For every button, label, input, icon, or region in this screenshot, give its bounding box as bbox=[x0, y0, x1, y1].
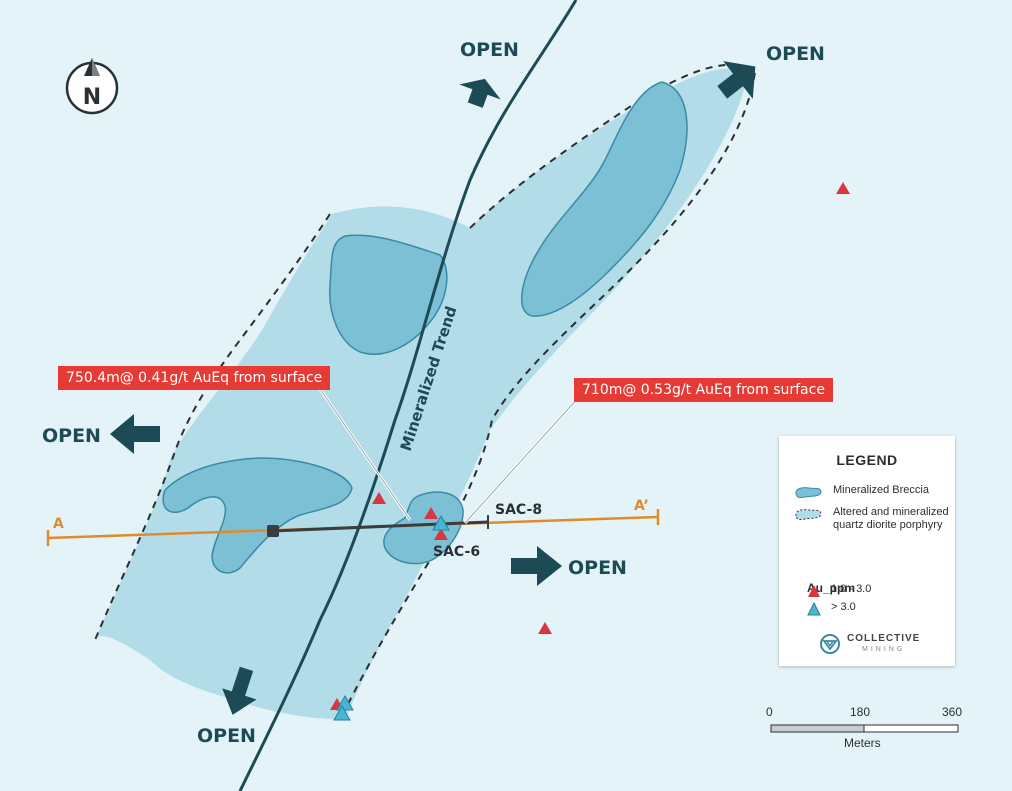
legend-au-high-label: > 3.0 bbox=[831, 601, 856, 613]
logo-line-2: MINING bbox=[862, 646, 906, 653]
open-label-north-left: OPEN bbox=[460, 39, 519, 61]
logo-line-1: COLLECTIVE bbox=[847, 633, 921, 644]
au-sample-low bbox=[424, 507, 438, 519]
au-sample-low bbox=[434, 528, 448, 540]
north-arrow-icon: N bbox=[65, 58, 119, 115]
breccia-west bbox=[162, 457, 353, 574]
legend-au-low-label: 1.0 - 3.0 bbox=[831, 583, 872, 595]
drill-trace bbox=[272, 520, 489, 533]
au-sample-high bbox=[333, 704, 351, 721]
drill-collar bbox=[267, 525, 279, 537]
legend: LEGEND Mineralized Breccia Altered and m… bbox=[779, 436, 955, 666]
legend-breccia-label: Mineralized Breccia bbox=[833, 484, 929, 496]
scale-bar: 0 180 360 Meters bbox=[762, 703, 972, 753]
legend-title: LEGEND bbox=[836, 452, 898, 468]
drill-label-sac8: SAC-8 bbox=[495, 502, 542, 518]
open-label-east: OPEN bbox=[568, 557, 627, 579]
collective-mining-logo-icon bbox=[820, 634, 840, 654]
scale-unit-label: Meters bbox=[844, 736, 881, 750]
open-arrow-east bbox=[511, 546, 562, 586]
au-sample-low bbox=[836, 182, 850, 194]
scale-tick-180: 180 bbox=[850, 705, 871, 719]
legend-porphyry-label: Altered and mineralized quartz diorite p… bbox=[833, 506, 949, 531]
open-arrow-west bbox=[110, 414, 160, 454]
breccia-central bbox=[329, 234, 448, 355]
collective-mining-logo: COLLECTIVE MINING bbox=[819, 633, 920, 655]
breccia-swatch-icon bbox=[795, 487, 822, 499]
callout-leader-left-edge bbox=[317, 385, 411, 521]
breccia-north bbox=[520, 81, 688, 317]
legend-au-title: Au_ppm bbox=[807, 581, 855, 595]
drill-label-sac6: SAC-6 bbox=[433, 544, 480, 560]
section-label-a: A bbox=[53, 516, 64, 532]
open-arrow-north-left bbox=[459, 78, 501, 108]
blue-triangle-icon bbox=[807, 601, 821, 616]
au-sample-high bbox=[432, 514, 450, 531]
scale-tick-0: 0 bbox=[766, 705, 773, 719]
scale-bar-graphic bbox=[770, 724, 959, 733]
section-label-a-prime: A’ bbox=[634, 498, 649, 514]
porphyry-swatch-icon bbox=[795, 509, 822, 521]
north-label: N bbox=[83, 85, 101, 110]
legend-item-porphyry: Altered and mineralized quartz diorite p… bbox=[793, 506, 953, 532]
callout-leader-right-edge bbox=[464, 397, 579, 524]
legend-item-au-low: 1.0 - 3.0 bbox=[807, 583, 951, 599]
au-sample-high bbox=[336, 694, 354, 711]
legend-item-au-high: > 3.0 bbox=[807, 601, 951, 617]
open-label-south: OPEN bbox=[197, 725, 256, 747]
legend-item-breccia: Mineralized Breccia bbox=[793, 484, 953, 500]
red-triangle-icon bbox=[808, 585, 820, 597]
open-arrow-south bbox=[222, 666, 257, 715]
scale-tick-360: 360 bbox=[942, 705, 963, 719]
mineralized-trend-line bbox=[238, 0, 578, 791]
open-label-west: OPEN bbox=[42, 425, 101, 447]
au-sample-low bbox=[372, 492, 386, 504]
au-sample-low bbox=[538, 622, 552, 634]
open-label-north-right: OPEN bbox=[766, 43, 825, 65]
open-arrow-north-right bbox=[717, 61, 756, 99]
drill-result-callout-left: 750.4m@ 0.41g/t AuEq from surface bbox=[58, 366, 331, 390]
porphyry-outline-west bbox=[94, 213, 331, 641]
drill-result-callout-right: 710m@ 0.53g/t AuEq from surface bbox=[574, 378, 833, 402]
